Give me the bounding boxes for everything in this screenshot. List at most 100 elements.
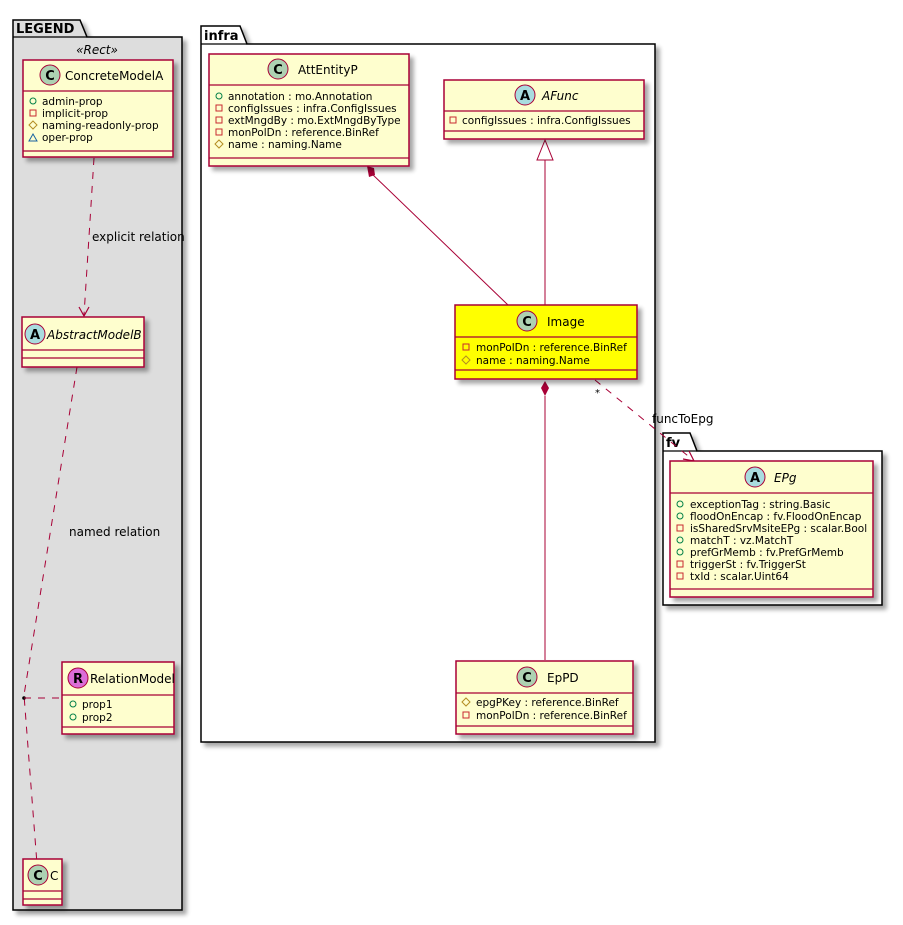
attr-row: epgPKey : reference.BinRef <box>461 697 619 709</box>
public-icon <box>676 536 684 544</box>
attr-row: isSharedSrvMsiteEPg : scalar.Bool <box>676 523 867 535</box>
class-relationmodel[interactable]: R RelationModel prop1 prop2 <box>61 661 175 735</box>
inheritance-arrow-icon <box>536 138 554 161</box>
attr-row: name : naming.Name <box>214 139 342 151</box>
package-legend-name: LEGEND <box>16 22 75 37</box>
class-concretemodela[interactable]: C ConcreteModelA admin-prop implicit-pro… <box>22 59 174 158</box>
attr-row: naming-readonly-prop <box>28 120 159 132</box>
svg-text:R: R <box>73 672 83 687</box>
class-c-icon: C <box>39 64 61 86</box>
attr-row: prop1 <box>69 699 113 711</box>
class-name: AFunc <box>541 89 579 103</box>
legend-stereotype: «Rect» <box>76 43 118 57</box>
attr-text: triggerSt : fv.TriggerSt <box>690 559 806 571</box>
attr-text: isSharedSrvMsiteEPg : scalar.Bool <box>690 523 867 535</box>
attr-row: annotation : mo.Annotation <box>215 91 372 103</box>
attr-row: configIssues : infra.ConfigIssues <box>449 115 631 127</box>
svg-text:A: A <box>520 89 530 104</box>
relation-named-label: named relation <box>69 525 160 539</box>
relation-functoepg-multiplicity: * <box>595 388 600 399</box>
attr-row: admin-prop <box>29 96 103 108</box>
protected-icon <box>461 697 471 707</box>
class-eppd[interactable]: C EpPD epgPKey : reference.BinRef monPol… <box>455 660 634 735</box>
relation-attentityp-image <box>367 166 509 306</box>
class-c-icon: C <box>516 666 538 688</box>
attr-row: oper-prop <box>28 132 93 144</box>
package-infra-name: infra <box>204 29 239 44</box>
package-icon <box>28 132 38 142</box>
attr-text: prop2 <box>82 712 113 724</box>
attr-row: exceptionTag : string.Basic <box>676 499 831 511</box>
class-image[interactable]: C Image monPolDn : reference.BinRef name… <box>454 304 638 380</box>
relation-r-icon: R <box>67 667 89 689</box>
svg-text:C: C <box>33 869 43 884</box>
attr-row: monPolDn : reference.BinRef <box>215 127 379 139</box>
class-epg[interactable]: A EPg exceptionTag : string.Basic floodO… <box>669 460 874 598</box>
attr-row: matchT : vz.MatchT <box>676 535 794 547</box>
attr-text: configIssues : infra.ConfigIssues <box>228 103 397 115</box>
class-name: Image <box>547 315 585 329</box>
protected-icon <box>214 139 224 149</box>
private-icon <box>215 128 223 136</box>
class-name: EpPD <box>547 671 579 685</box>
attr-text: extMngdBy : mo.ExtMngdByType <box>228 115 401 127</box>
attr-text: txId : scalar.Uint64 <box>690 571 789 583</box>
class-name: RelationModel <box>90 672 175 686</box>
public-icon <box>215 92 223 100</box>
svg-text:C: C <box>45 69 55 84</box>
package-infra: infra <box>200 25 656 743</box>
attr-text: matchT : vz.MatchT <box>690 535 794 547</box>
attr-text: configIssues : infra.ConfigIssues <box>462 115 631 127</box>
relation-image-eppd <box>541 381 549 660</box>
attr-text: epgPKey : reference.BinRef <box>476 697 619 709</box>
protected-icon <box>28 120 38 130</box>
class-c-icon: C <box>267 58 289 80</box>
attr-row: implicit-prop <box>29 108 108 120</box>
attr-text: prefGrMemb : fv.PrefGrMemb <box>690 547 844 559</box>
public-icon <box>676 500 684 508</box>
public-icon <box>69 700 77 708</box>
attr-row: monPolDn : reference.BinRef <box>462 342 627 354</box>
public-icon <box>676 512 684 520</box>
private-icon <box>676 560 684 568</box>
class-name: EPg <box>774 471 797 485</box>
attr-row: prop2 <box>69 712 113 724</box>
attr-text: name : naming.Name <box>476 355 590 367</box>
attr-row: floodOnEncap : fv.FloodOnEncap <box>676 511 862 523</box>
private-icon <box>449 116 457 124</box>
private-icon <box>462 343 470 351</box>
attr-text: admin-prop <box>42 96 103 108</box>
attr-row: triggerSt : fv.TriggerSt <box>676 559 806 571</box>
private-icon <box>215 104 223 112</box>
protected-icon <box>461 355 471 365</box>
public-icon <box>676 548 684 556</box>
class-c[interactable]: C C <box>22 858 63 906</box>
abstract-a-icon: A <box>24 323 46 345</box>
composition-diamond-icon <box>367 166 375 177</box>
abstract-a-icon: A <box>514 84 536 106</box>
abstract-a-icon: A <box>744 466 766 488</box>
class-attentityp[interactable]: C AttEntityP annotation : mo.Annotation … <box>208 53 410 167</box>
svg-text:A: A <box>30 328 40 343</box>
attr-row: txId : scalar.Uint64 <box>676 571 789 583</box>
attr-text: implicit-prop <box>42 108 108 120</box>
attr-row: extMngdBy : mo.ExtMngdByType <box>215 115 401 127</box>
private-icon <box>29 109 37 117</box>
attr-text: naming-readonly-prop <box>42 120 159 132</box>
svg-text:C: C <box>522 671 532 686</box>
relation-explicit-label: explicit relation <box>92 230 185 244</box>
attr-text: monPolDn : reference.BinRef <box>476 710 627 722</box>
attr-text: annotation : mo.Annotation <box>228 91 372 103</box>
attr-text: prop1 <box>82 699 113 711</box>
class-name: ConcreteModelA <box>65 69 164 83</box>
class-abstractmodelb[interactable]: A AbstractModelB <box>21 316 145 368</box>
class-afunc[interactable]: A AFunc configIssues : infra.ConfigIssue… <box>443 79 645 140</box>
attr-text: monPolDn : reference.BinRef <box>476 342 627 354</box>
svg-text:A: A <box>750 471 760 486</box>
attr-row: monPolDn : reference.BinRef <box>462 710 627 722</box>
class-c-icon: C <box>27 864 49 886</box>
composition-diamond-icon <box>541 381 549 396</box>
class-name: AttEntityP <box>298 63 358 77</box>
attr-row: prefGrMemb : fv.PrefGrMemb <box>676 547 844 559</box>
